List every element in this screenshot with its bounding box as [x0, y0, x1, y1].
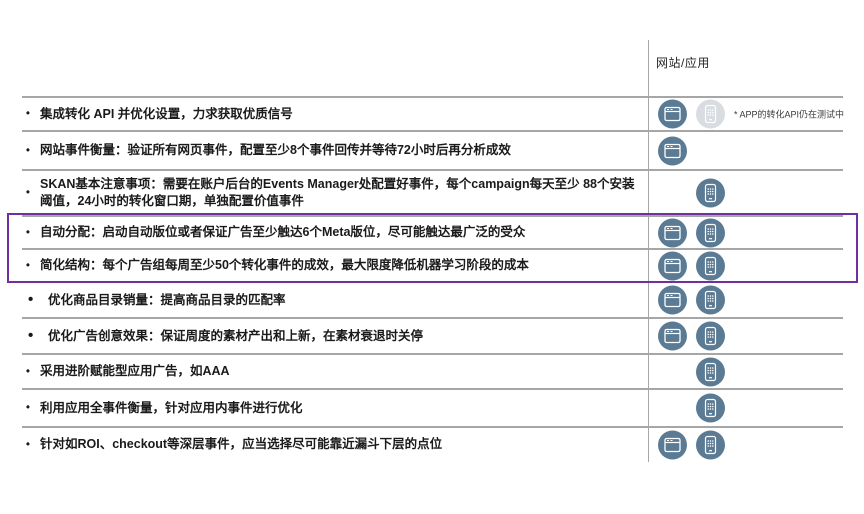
website-browser-icon — [658, 251, 687, 280]
row-text: 自动分配：启动自动版位或者保证广告至少触达6个Meta版位，尽可能触达最广泛的受… — [40, 225, 526, 240]
row-text: 利用应用全事件衡量，针对应用内事件进行优化 — [40, 400, 303, 415]
table-row: • 集成转化 API 并优化设置，力求获取优质信号 * APP的转化API仍在测… — [0, 96, 864, 131]
bullet-icon: • — [28, 326, 34, 344]
row-separator — [22, 353, 843, 355]
row-separator — [22, 215, 843, 217]
table-row: • 采用进阶赋能型应用广告，如AAA — [0, 353, 864, 389]
row-icon-cell — [648, 131, 864, 170]
row-icon-cell — [648, 282, 864, 318]
row-text: 优化商品目录销量：提高商品目录的匹配率 — [48, 292, 286, 307]
website-browser-icon — [658, 136, 687, 165]
row-icon-cell — [648, 170, 864, 216]
app-phone-icon — [696, 285, 725, 315]
row-separator — [22, 248, 843, 250]
table-row: • SKAN基本注意事项：需要在账户后台的Events Manager处配置好事… — [0, 169, 864, 216]
app-phone-icon — [696, 393, 725, 423]
row-text-cell: • 集成转化 API 并优化设置，力求获取优质信号 — [0, 106, 648, 123]
row-text-cell: • 采用进阶赋能型应用广告，如AAA — [0, 363, 648, 380]
row-separator — [22, 169, 843, 171]
website-browser-icon — [658, 285, 687, 315]
row-separator — [22, 96, 843, 98]
table-row: • 简化结构：每个广告组每周至少50个转化事件的成效，最大限度降低机器学习阶段的… — [0, 248, 864, 282]
row-icon-cell: * APP的转化API仍在测试中 — [648, 97, 864, 131]
row-text: 网站事件衡量：验证所有网页事件，配置至少8个事件回传并等待72小时后再分析成效 — [40, 143, 511, 158]
bullet-icon: • — [26, 144, 30, 157]
app-phone-icon — [696, 99, 725, 129]
app-phone-icon — [696, 218, 725, 247]
bullet-icon: • — [26, 107, 30, 120]
table-row: • 网站事件衡量：验证所有网页事件，配置至少8个事件回传并等待72小时后再分析成… — [0, 130, 864, 170]
row-text: 集成转化 API 并优化设置，力求获取优质信号 — [40, 106, 293, 121]
row-text: 简化结构：每个广告组每周至少50个转化事件的成效，最大限度降低机器学习阶段的成本 — [40, 258, 529, 273]
website-browser-icon — [658, 321, 687, 351]
app-phone-icon — [696, 178, 725, 208]
table-row: • 自动分配：启动自动版位或者保证广告至少触达6个Meta版位，尽可能触达最广泛… — [0, 215, 864, 249]
bullet-icon: • — [26, 401, 30, 414]
app-phone-icon — [696, 321, 725, 351]
column-divider — [648, 40, 649, 462]
row-text-cell: • SKAN基本注意事项：需要在账户后台的Events Manager处配置好事… — [0, 176, 648, 210]
bullet-icon: • — [26, 226, 30, 239]
row-separator — [22, 426, 843, 428]
row-text-cell: • 优化商品目录销量：提高商品目录的匹配率 — [0, 290, 648, 309]
row-text: 优化广告创意效果：保证周度的素材产出和上新，在素材衰退时关停 — [48, 328, 424, 343]
checklist-table: • 集成转化 API 并优化设置，力求获取优质信号 * APP的转化API仍在测… — [0, 96, 864, 462]
row-text: 针对如ROI、checkout等深层事件，应当选择尽可能靠近漏斗下层的点位 — [40, 437, 443, 452]
row-text: 采用进阶赋能型应用广告，如AAA — [40, 364, 230, 379]
row-icon-cell — [648, 318, 864, 354]
row-icon-cell — [648, 354, 864, 389]
row-separator — [22, 317, 843, 319]
row-separator — [22, 388, 843, 390]
app-phone-icon — [696, 357, 725, 386]
table-row: • 针对如ROI、checkout等深层事件，应当选择尽可能靠近漏斗下层的点位 — [0, 426, 864, 462]
bullet-icon: • — [26, 438, 30, 451]
row-icon-cell — [648, 427, 864, 462]
column-header-label: 网站/应用 — [656, 56, 710, 70]
row-separator — [22, 130, 843, 132]
row-text-cell: • 简化结构：每个广告组每周至少50个转化事件的成效，最大限度降低机器学习阶段的… — [0, 257, 648, 274]
row-text-cell: • 针对如ROI、checkout等深层事件，应当选择尽可能靠近漏斗下层的点位 — [0, 436, 648, 453]
bullet-icon: • — [26, 186, 30, 199]
bullet-icon: • — [26, 365, 30, 378]
app-api-testing-note: * APP的转化API仍在测试中 — [734, 109, 845, 120]
row-text-cell: • 利用应用全事件衡量，针对应用内事件进行优化 — [0, 400, 648, 417]
row-text: SKAN基本注意事项：需要在账户后台的Events Manager处配置好事件，… — [40, 177, 635, 208]
app-phone-icon — [696, 251, 725, 280]
website-browser-icon — [658, 99, 687, 129]
table-row: • 利用应用全事件衡量，针对应用内事件进行优化 — [0, 388, 864, 427]
row-icon-cell — [648, 389, 864, 427]
row-text-cell: • 自动分配：启动自动版位或者保证广告至少触达6个Meta版位，尽可能触达最广泛… — [0, 224, 648, 241]
website-browser-icon — [658, 430, 687, 459]
website-browser-icon — [658, 218, 687, 247]
table-row: • 优化广告创意效果：保证周度的素材产出和上新，在素材衰退时关停 — [0, 317, 864, 354]
row-icon-cell — [648, 216, 864, 249]
row-icon-cell — [648, 249, 864, 282]
table-row: • 优化商品目录销量：提高商品目录的匹配率 — [0, 281, 864, 318]
row-text-cell: • 优化广告创意效果：保证周度的素材产出和上新，在素材衰退时关停 — [0, 326, 648, 345]
bullet-icon: • — [26, 259, 30, 272]
row-text-cell: • 网站事件衡量：验证所有网页事件，配置至少8个事件回传并等待72小时后再分析成… — [0, 142, 648, 159]
app-phone-icon — [696, 430, 725, 459]
bullet-icon: • — [28, 290, 34, 308]
